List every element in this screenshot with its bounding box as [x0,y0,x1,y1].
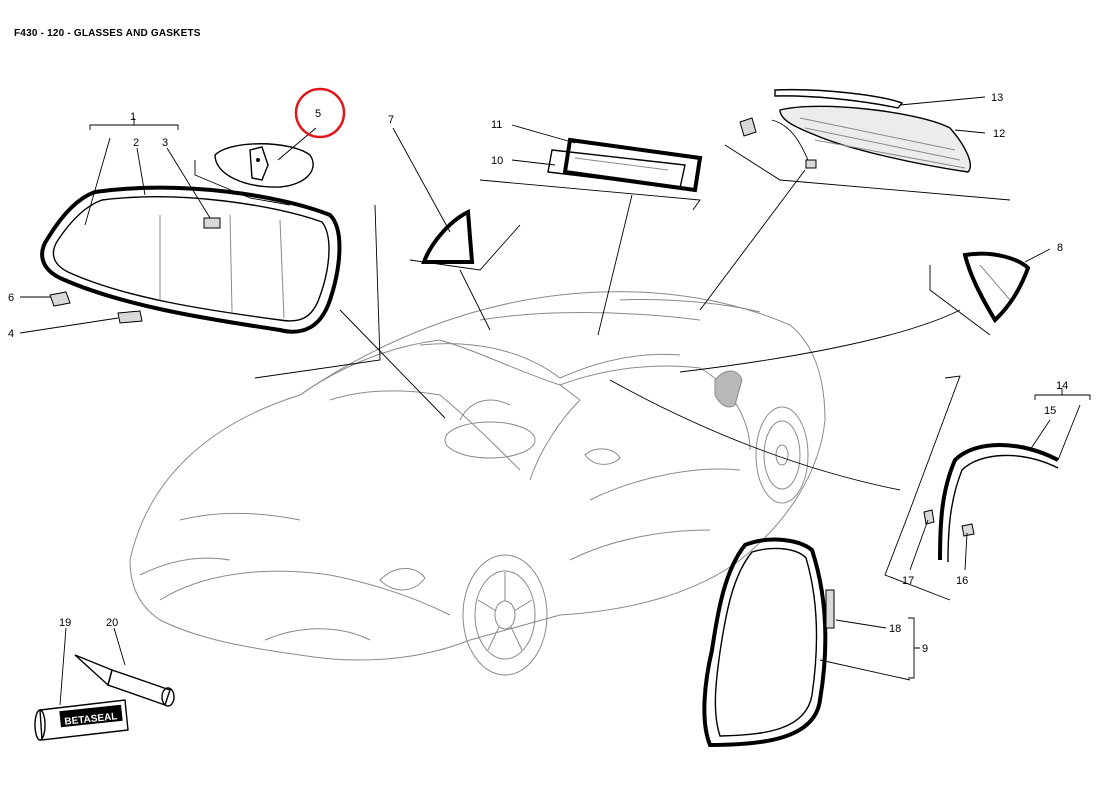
label-20[interactable]: 20 [106,617,118,629]
door-gasket[interactable] [702,537,835,748]
label-15[interactable]: 15 [1044,405,1056,417]
part-6-clip[interactable] [49,291,71,307]
brake-light-glass[interactable] [547,137,703,193]
rearview-mirror[interactable] [214,143,314,188]
adhesive-tube[interactable]: BETASEAL [34,699,129,741]
part-labels: 1 2 3 4 5 6 7 8 9 10 11 12 13 14 15 16 1… [8,92,1068,655]
part-4-pad[interactable] [117,310,143,324]
label-17[interactable]: 17 [902,575,914,587]
label-2[interactable]: 2 [133,137,139,149]
label-9[interactable]: 9 [922,643,928,655]
rear-window[interactable] [739,88,971,173]
highlight-circle [294,87,346,139]
label-3[interactable]: 3 [162,137,168,149]
label-8[interactable]: 8 [1057,242,1063,254]
label-6[interactable]: 6 [8,292,14,304]
windscreen-assembly[interactable] [40,185,342,334]
label-16[interactable]: 16 [956,575,968,587]
part-17-clip[interactable] [923,509,935,525]
label-10[interactable]: 10 [491,155,503,167]
label-5[interactable]: 5 [315,108,321,120]
side-glass-8[interactable] [962,251,1031,324]
label-4[interactable]: 4 [8,328,14,340]
part-18-seal[interactable] [825,589,835,629]
part-16-screw[interactable] [961,523,975,537]
nozzle[interactable] [74,654,175,707]
quarter-glass[interactable] [421,208,475,264]
page-title: F430 - 120 - GLASSES AND GASKETS [14,28,201,39]
label-11[interactable]: 11 [491,119,502,131]
label-18[interactable]: 18 [889,623,901,635]
label-12[interactable]: 12 [993,128,1005,140]
sensor-pad [203,217,221,229]
label-leaders [19,96,1091,706]
label-19[interactable]: 19 [59,617,71,629]
label-7[interactable]: 7 [388,114,394,126]
label-13[interactable]: 13 [991,92,1003,104]
car-outline [129,291,826,676]
seal-strip[interactable] [938,443,1059,563]
label-14[interactable]: 14 [1056,380,1068,392]
label-1[interactable]: 1 [130,111,136,123]
